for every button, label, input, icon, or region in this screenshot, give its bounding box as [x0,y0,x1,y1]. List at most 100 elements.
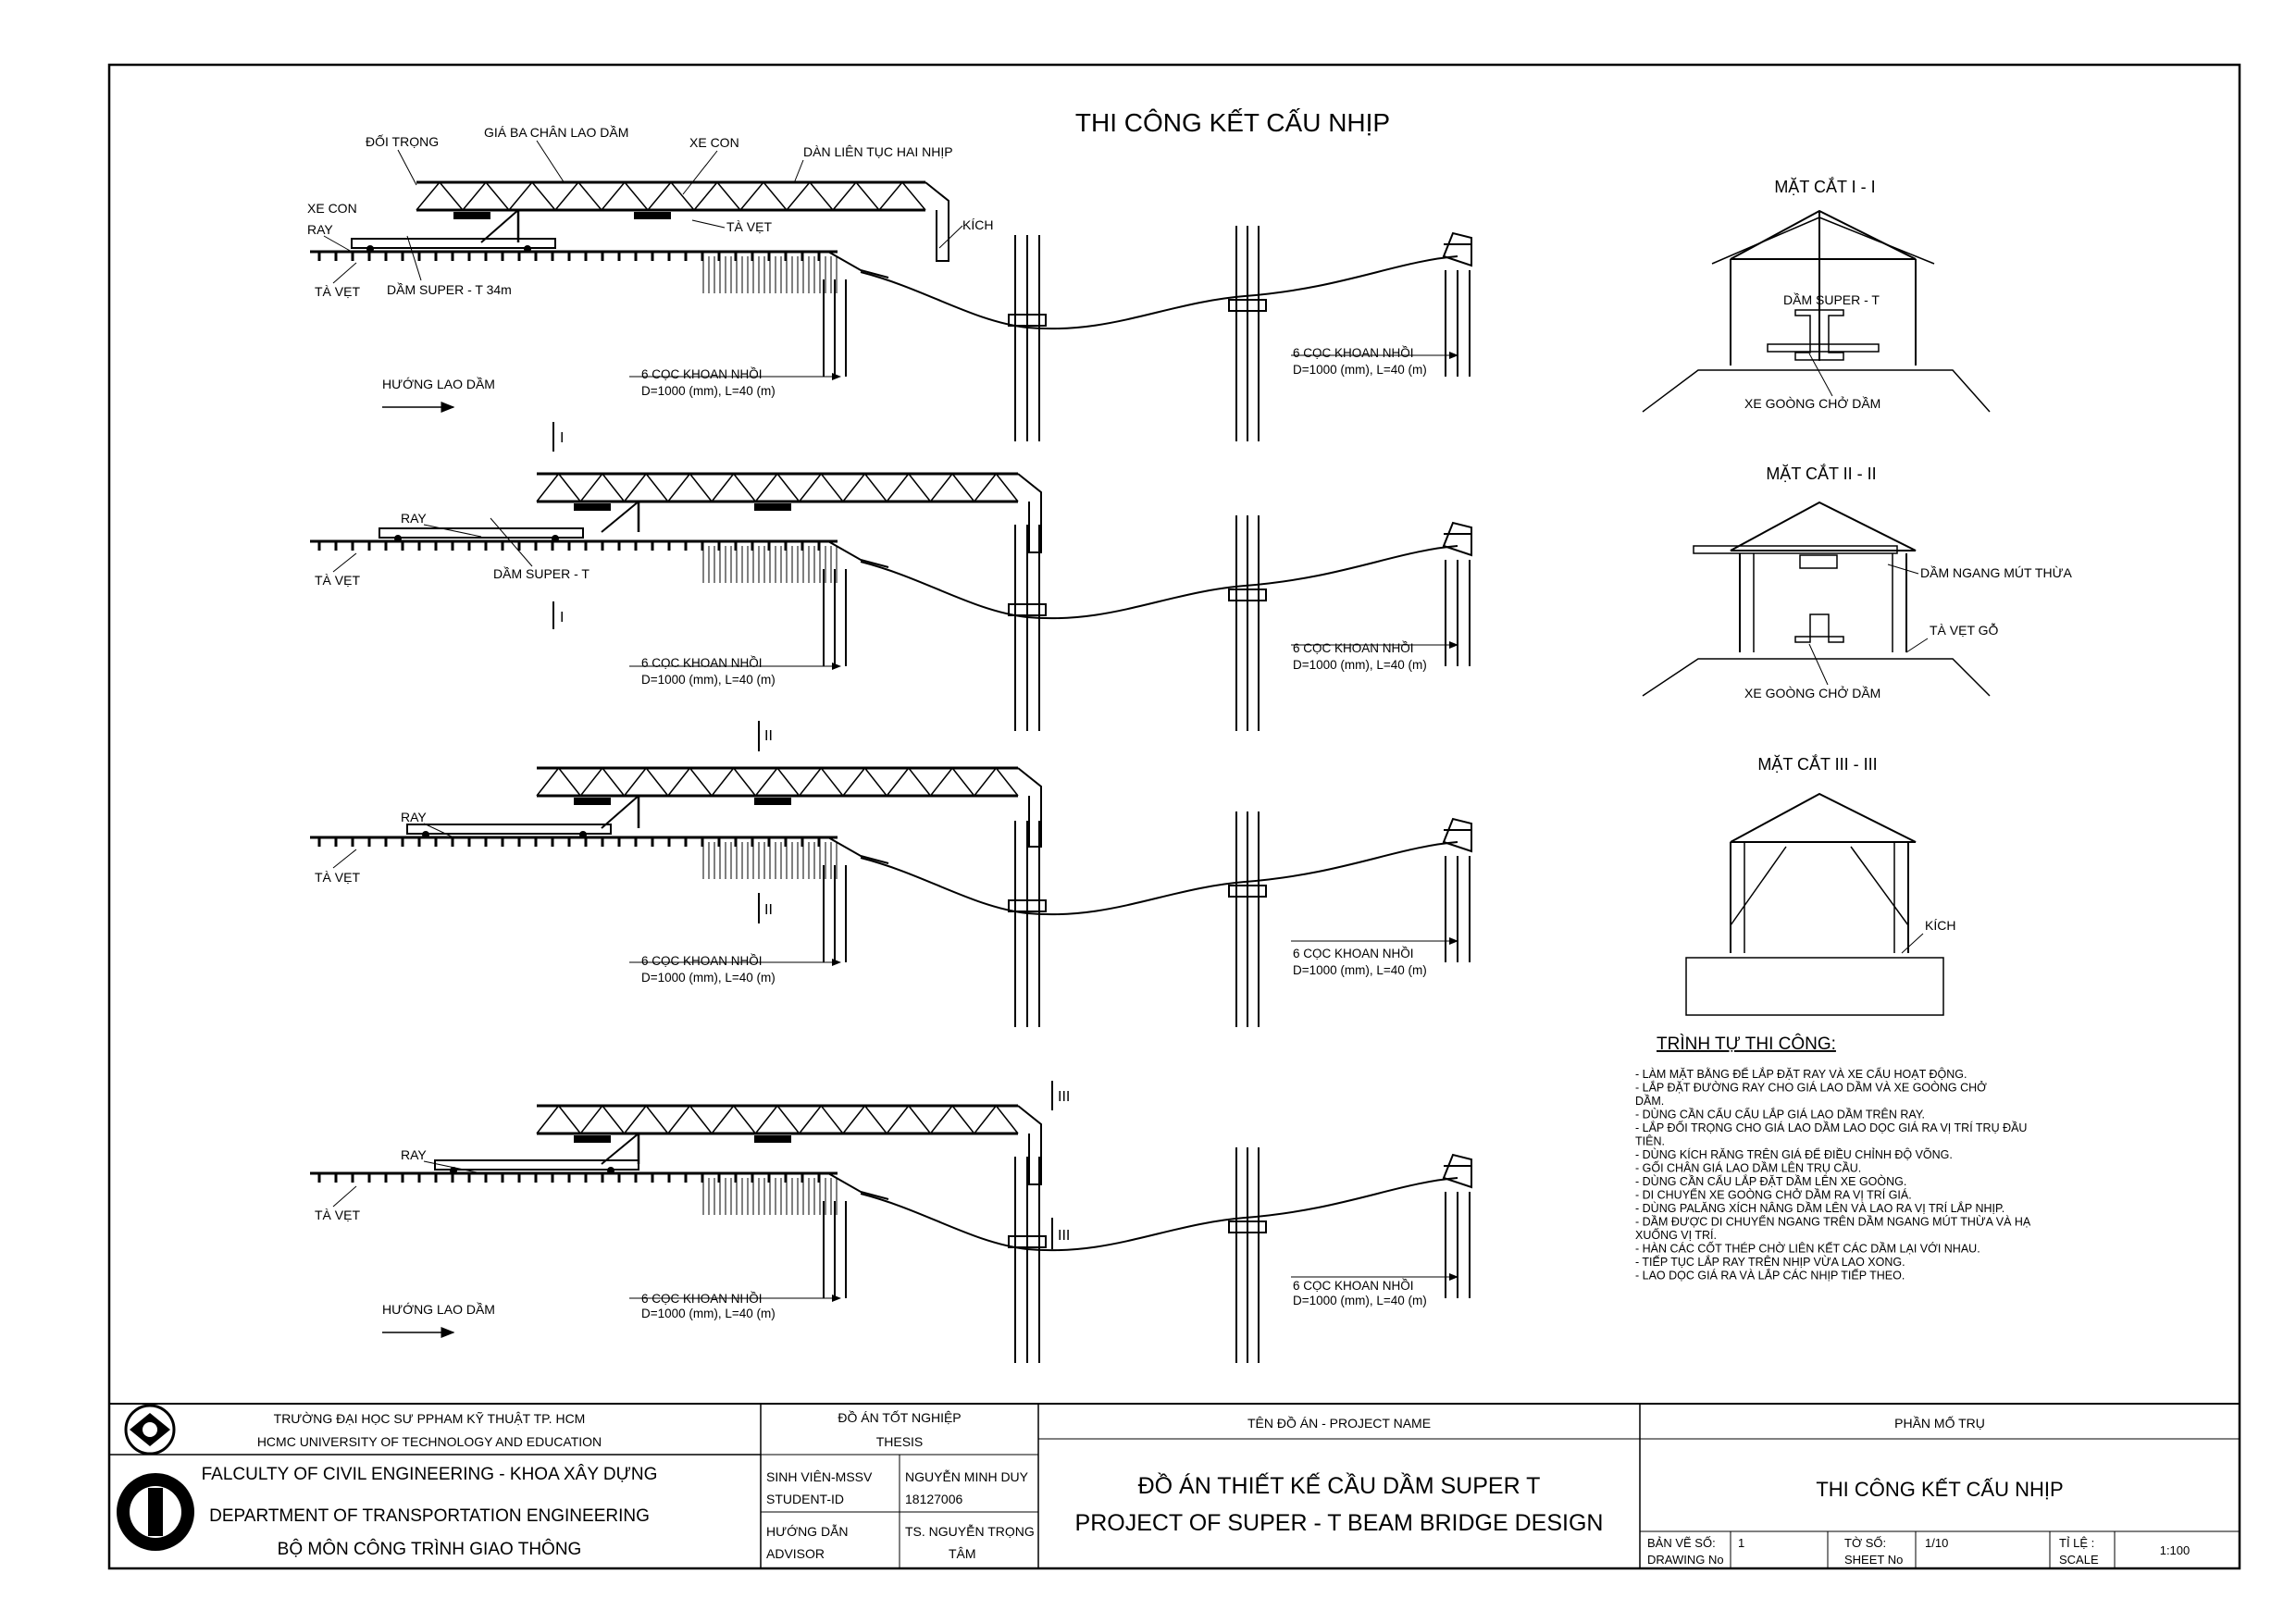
sequence-step: - DÙNG KÍCH RĂNG TRÊN GIÁ ĐỂ ĐIỀU CHỈNH … [1635,1147,1953,1161]
sequence-step: - GỐI CHÂN GIÁ LAO DẦM LÊN TRỤ CẦU. [1635,1161,1861,1175]
rail-wheel [607,1167,614,1174]
label-ray-4: RAY [401,1147,427,1162]
truss-diagonal [689,767,713,797]
truss-diagonal [863,1105,887,1134]
label-gia-ba-chan: GIÁ BA CHÂN LAO DẦM [484,125,628,140]
end-bearing [1442,521,1472,557]
label-dam-super-2: DẦM SUPER - T [493,566,590,581]
truss-diagonal [908,473,932,502]
truss-diagonal [763,181,788,211]
faculty-logo [117,1473,194,1551]
sec-mark-iii-bottom: III [1058,1228,1070,1244]
pier-cap [1008,314,1047,327]
section-2-label-b: TÀ VẸT GỖ [1930,622,1999,638]
truss-diagonal [693,181,718,211]
student-label-vn: SINH VIÊN-MSSV [766,1469,873,1484]
truss-diagonal [820,473,844,502]
sequence-step: - LÀM MẶT BẰNG ĐỂ LẮP ĐẶT RAY VÀ XE CẨU … [1635,1067,1967,1081]
sequence-step: - LAO DỌC GIÁ RA VÀ LẮP CÁC NHỊP TIẾP TH… [1635,1269,1905,1282]
university-logo [124,1404,176,1456]
piles-label-s1-right-a: 6 CỌC KHOAN NHỒI [1293,346,1414,360]
pier-cap [1008,899,1047,912]
truss-diagonal [711,767,735,797]
section-3-title: MẶT CẮT III - III [1757,754,1877,774]
truss-diagonal [878,181,903,211]
sec-mark-i-bottom: I [560,610,564,626]
deck-profile [860,841,1458,916]
truss-diagonal [667,1105,691,1134]
truss-diagonal [820,1105,844,1134]
end-bearing [1442,231,1472,267]
label-ta-vet-4: TÀ VẸT [315,1208,360,1222]
truss-diagonal [901,181,926,211]
truss-diagonal [832,181,857,211]
trolley [574,798,611,805]
drawing-no-value: 1 [1738,1536,1744,1550]
super-t-beam [351,238,556,249]
abutment-cap [827,1172,889,1200]
truss-diagonal [667,473,691,502]
label-ray-2: RAY [401,511,427,526]
pier-cap [1228,1220,1267,1233]
department-name: DEPARTMENT OF TRANSPORTATION ENGINEERING [209,1506,650,1526]
pier-cap [1008,1235,1047,1248]
trolley [574,1135,611,1143]
piles-label-s3-left-a: 6 CỌC KHOAN NHỒI [641,954,763,968]
tripod-leg [601,501,639,533]
truss-diagonal [929,1105,953,1134]
project-label: TÊN ĐỒ ÁN - PROJECT NAME [1247,1415,1431,1431]
section-1-label-a: DẦM SUPER - T [1783,292,1880,307]
end-bearing [1442,1153,1472,1189]
truss-diagonal [579,767,603,797]
stage-3-labels: RAY TÀ VẸT [315,810,454,885]
stage-4-elevation [310,1104,1472,1363]
truss-diagonal [601,181,626,211]
sec-mark-i-top: I [560,430,564,446]
piles-label-s1-left-b: D=1000 (mm), L=40 (m) [641,384,776,398]
truss-diagonal [776,1105,800,1134]
truss-diagonal [416,181,441,211]
label-xe-con-top: XE CON [689,135,739,150]
sec-mark-ii-top: II [764,728,773,744]
deck-profile [860,1177,1458,1252]
rail-wheel [524,245,531,253]
sequence-step: XUỐNG VỊ TRÍ. [1635,1228,1717,1242]
part-label: PHẦN MỐ TRỤ [1894,1415,1985,1431]
truss-diagonal [645,767,669,797]
super-t-beam [379,527,584,539]
truss-diagonal [809,181,834,211]
truss-diagonal [842,767,866,797]
truss-diagonal [733,473,756,502]
sequence-step: - HÀN CÁC CỐT THÉP CHỜ LIÊN KẾT CÁC DẦM … [1635,1242,1980,1256]
label-ray-1: RAY [307,222,333,237]
project-en: PROJECT OF SUPER - T BEAM BRIDGE DESIGN [1075,1510,1604,1536]
label-dam-super-1: DẦM SUPER - T 34m [387,282,512,297]
truss-diagonal [754,473,778,502]
stage-1-elevation [310,180,1472,441]
truss-diagonal [974,1105,997,1134]
section-marks: I I II II III III [552,422,1070,1249]
title-block: TRƯỜNG ĐẠI HỌC SƯ PPHAM KỸ THUẬT TP. HCM… [108,1403,2240,1569]
truss-diagonal [623,1105,647,1134]
sequence-step: - DÙNG CẦN CẨU CẨU LẮP GIÁ LAO DẦM TRÊN … [1635,1108,1925,1121]
truss-diagonal [842,1105,866,1134]
truss-diagonal [531,181,556,211]
truss-diagonal [951,1105,975,1134]
truss-diagonal [863,473,887,502]
truss-diagonal [602,1105,626,1134]
truss-diagonal [624,181,649,211]
scale-label-2: SCALE [2059,1553,2099,1567]
truss-nose [925,181,949,262]
section-1-label-b: XE GOÒNG CHỞ DẦM [1744,395,1880,411]
sequence-heading: TRÌNH TỰ THI CÔNG: [1657,1034,1836,1054]
truss-diagonal [799,767,822,797]
deck-profile [860,255,1458,330]
truss-diagonal [670,181,695,211]
piles-label-s4-left-b: D=1000 (mm), L=40 (m) [641,1307,776,1320]
sequence-step: - TIẾP TỤC LẮP RAY TRÊN NHỊP VỪA LAO XON… [1635,1255,1905,1269]
scale-value: 1:100 [2160,1543,2191,1557]
truss-diagonal [799,1105,822,1134]
truss-diagonal [733,1105,756,1134]
sequence-step: - LẮP ĐẶT ĐƯỜNG RAY CHO GIÁ LAO DẦM VÀ X… [1635,1081,1987,1095]
sequence-step: - DÙNG CẦN CẨU LẮP ĐẶT DẦM LÊN XE GOÒNG. [1635,1174,1906,1188]
